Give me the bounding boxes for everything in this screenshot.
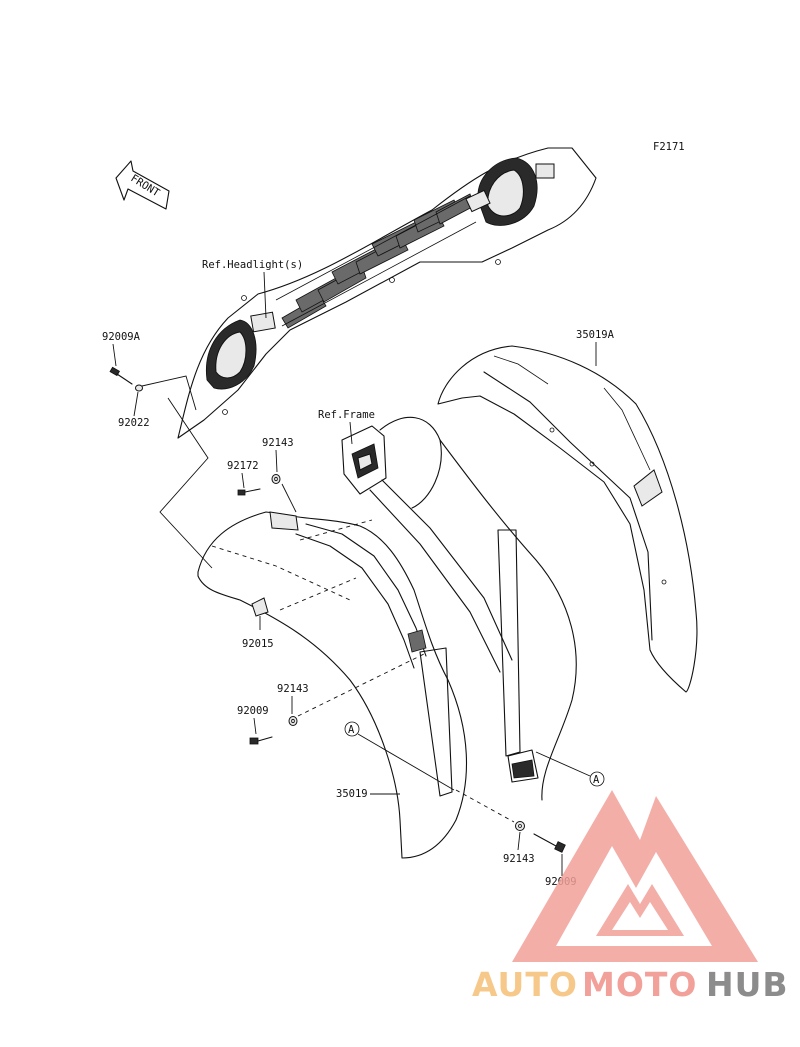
watermark-text: AUTO MOTO HUB [472,965,789,1004]
svg-text:A: A [593,774,600,786]
callout-92015: 92015 [242,638,274,650]
headlight-housing [177,147,597,439]
washer-92143-top-icon [271,474,281,484]
callout-92022: 92022 [118,417,150,429]
bolt-92009-left-icon [249,736,273,745]
front-arrow-icon: FRONT [115,160,170,210]
callout-92009A: 92009A [102,331,141,343]
svg-text:HUB: HUB [706,965,789,1004]
callout-92172: 92172 [227,460,259,472]
bolt-92009-bottom-icon [533,833,566,853]
bolt-92009A-icon [109,366,133,385]
reference-marker-a-right: A [589,771,605,787]
svg-text:MOTO: MOTO [582,965,697,1004]
ref-frame-label: Ref.Frame [318,409,375,421]
figure-code: F2171 [653,141,685,153]
callout-92143-top: 92143 [262,437,294,449]
frame-reference [341,416,577,801]
side-cover-35019 [197,511,468,859]
washer-92143-bottom-icon [515,821,525,831]
screw-92172-icon [237,488,261,496]
side-cover-35019A [437,345,698,693]
watermark-logo [512,790,758,962]
callout-92143-bottom: 92143 [503,853,535,865]
front-arrow-label: FRONT [128,172,162,199]
reference-marker-a-left: A [344,721,360,737]
svg-text:A: A [348,724,355,736]
callout-35019: 35019 [336,788,368,800]
callout-92143-mid: 92143 [277,683,309,695]
washer-92143-mid-icon [288,716,298,726]
washer-92022-icon [135,384,143,392]
callout-35019A: 35019A [576,329,615,341]
ref-headlight-label: Ref.Headlight(s) [202,259,303,271]
callout-92009-left: 92009 [237,705,269,717]
svg-text:AUTO: AUTO [472,965,578,1004]
